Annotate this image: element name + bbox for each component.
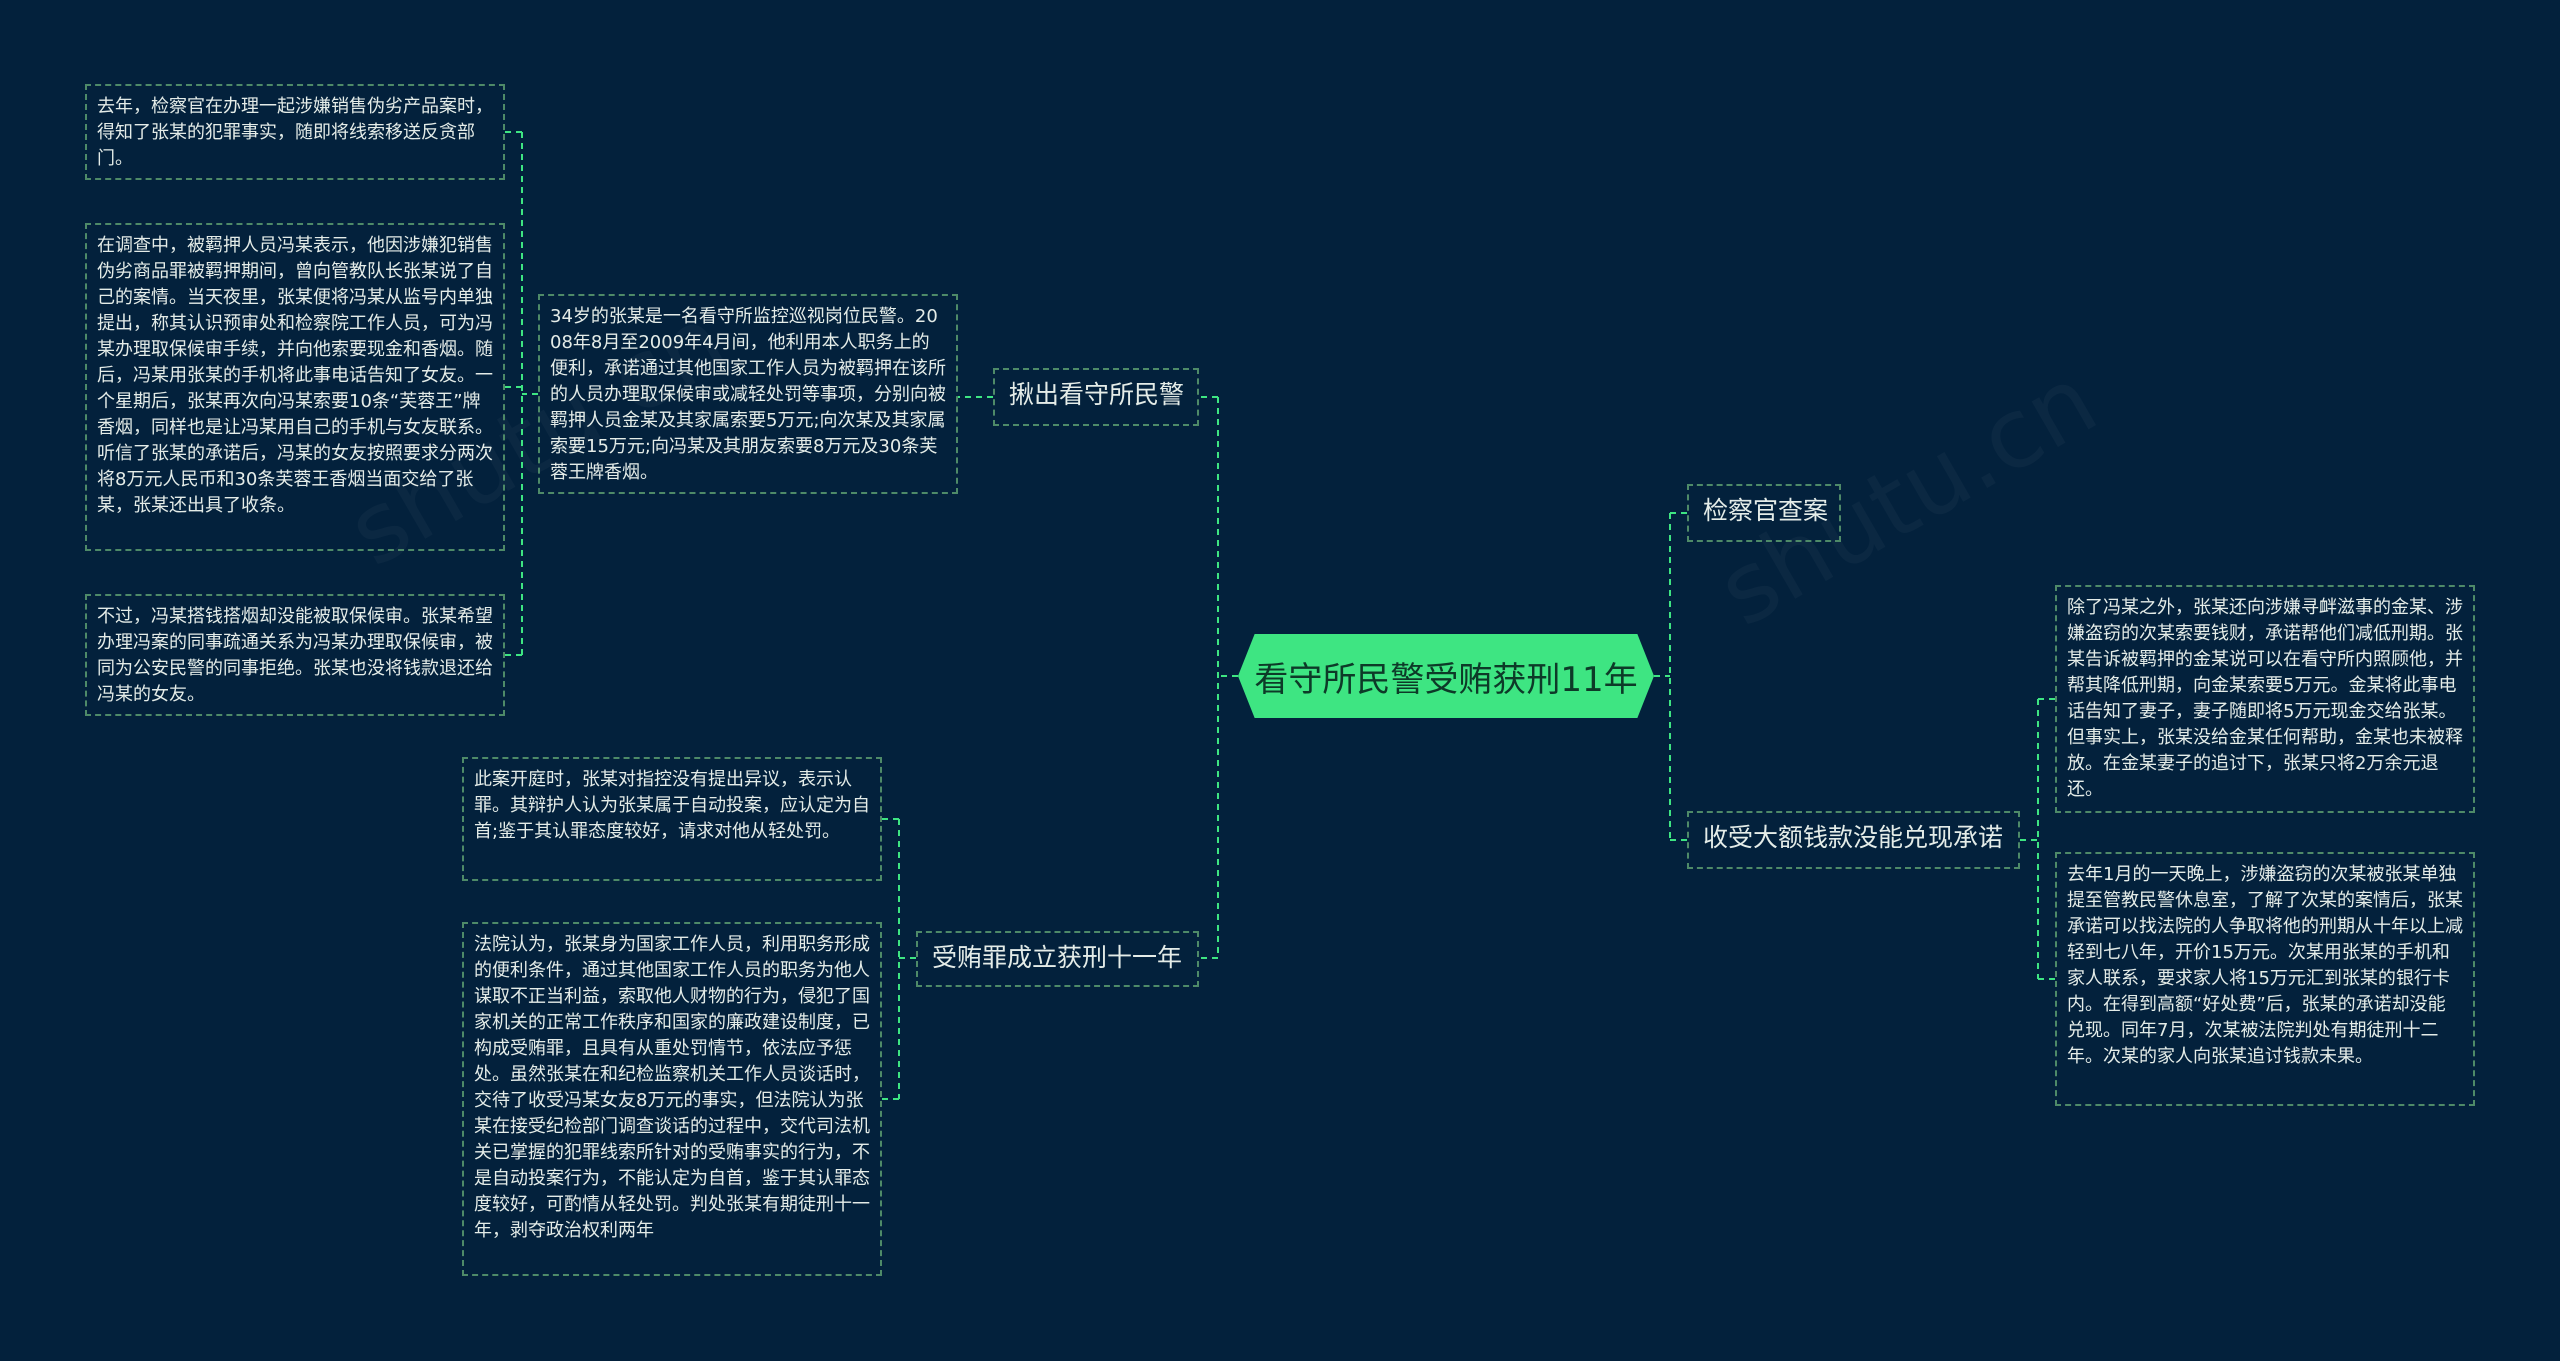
link-root-left — [1199, 396, 1238, 959]
leaf-prosecutor-note[interactable]: 去年，检察官在办理一起涉嫌销售伪劣产品案时，得知了张某的犯罪事实，随即将线索移送… — [85, 84, 505, 180]
branch-prosecutor[interactable]: 检察官查案 — [1687, 484, 1841, 542]
root-topic-label: 看守所民警受贿获刑11年 — [1254, 659, 1638, 700]
branch-promise[interactable]: 收受大额钱款没能兑现承诺 — [1687, 811, 2020, 869]
leaf-ci-case[interactable]: 去年1月的一天晚上，涉嫌盗窃的次某被张某单独提至管教民警休息室，了解了次某的案情… — [2055, 852, 2475, 1106]
leaf-jin-case[interactable]: 除了冯某之外，张某还向涉嫌寻衅滋事的金某、涉嫌盗窃的次某索要钱财，承诺帮他们减低… — [2055, 585, 2475, 813]
leaf-court-ruling[interactable]: 法院认为，张某身为国家工作人员，利用职务形成的便利条件，通过其他国家工作人员的职… — [462, 922, 882, 1276]
link-summary-leaves — [505, 131, 538, 656]
link-root-right — [1654, 512, 1687, 841]
root-topic[interactable]: 看守所民警受贿获刑11年 — [1238, 634, 1654, 718]
leaf-court-plea[interactable]: 此案开庭时，张某对指控没有提出异议，表示认罪。其辩护人认为张某属于自动投案，应认… — [462, 757, 882, 881]
branch-expose[interactable]: 揪出看守所民警 — [993, 368, 1199, 426]
branch-verdict[interactable]: 受贿罪成立获刑十一年 — [916, 931, 1199, 987]
link-verdict-leaves — [882, 818, 916, 1100]
leaf-feng-failed[interactable]: 不过，冯某搭钱搭烟却没能被取保候审。张某希望办理冯案的同事疏通关系为冯某办理取保… — [85, 594, 505, 716]
link-promise-leaves — [2020, 698, 2055, 980]
leaf-summary[interactable]: 34岁的张某是一名看守所监控巡视岗位民警。2008年8月至2009年4月间，他利… — [538, 294, 958, 494]
leaf-feng-case[interactable]: 在调查中，被羁押人员冯某表示，他因涉嫌犯销售伪劣商品罪被羁押期间，曾向管教队长张… — [85, 223, 505, 551]
